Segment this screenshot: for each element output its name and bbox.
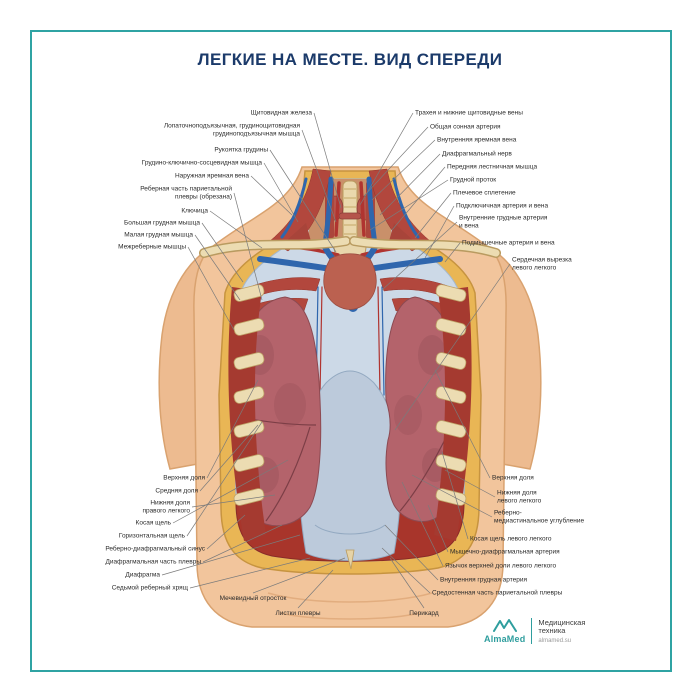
anatomy-label: Малая грудная мышца: [124, 231, 193, 239]
anatomy-label: Нижняя доля правого легкого: [142, 499, 190, 515]
anatomy-label: Плечевое сплетение: [453, 189, 516, 197]
anatomy-label: Горизонтальная щель: [118, 532, 185, 540]
anatomy-label: Нижняя доля левого легкого: [497, 489, 542, 505]
anatomy-label: Мышечно-диафрагмальная артерия: [450, 548, 560, 556]
anatomy-label: Внутренние грудные артерия и вена: [459, 214, 548, 230]
brand-footer: AlmaMed Медицинская техника almamed.su: [484, 618, 585, 644]
anatomy-label: Мечевидный отросток: [219, 595, 287, 602]
anatomy-label: Косая щель левого легкого: [470, 535, 552, 543]
anatomy-label: Диафрагмальный нерв: [442, 150, 512, 158]
anatomy-label: Подключичная артерия и вена: [456, 202, 549, 210]
anatomy-label: Диафрагма: [125, 571, 160, 579]
anatomy-label: Косая щель: [135, 519, 171, 527]
anatomy-label: Реберно-диафрагмальный синус: [105, 545, 205, 553]
anatomy-label: Щитовидная железа: [250, 109, 312, 117]
anatomy-label: Язычок верхней доли левого легкого: [445, 562, 557, 570]
anatomy-label: Верхняя доля: [163, 474, 205, 482]
anatomy-label: Листки плевры: [275, 610, 321, 617]
footer-divider: [531, 618, 533, 644]
page-title: ЛЕГКИЕ НА МЕСТЕ. ВИД СПЕРЕДИ: [197, 50, 503, 69]
anatomy-label: Внутренняя яремная вена: [437, 136, 517, 144]
anatomy-label: Передняя лестничная мышца: [447, 163, 538, 171]
anatomy-label: Большая грудная мышца: [123, 219, 200, 227]
anatomy-label: Седьмой реберный хрящ: [111, 584, 188, 592]
anatomy-label: Реберно- медиастинальное углубление: [494, 509, 585, 525]
anatomy-label: Наружная яремная вена: [174, 172, 249, 180]
anatomy-label: Средняя доля: [155, 487, 198, 495]
anatomy-label: Перикард: [409, 610, 439, 617]
thymus: [323, 253, 377, 310]
anatomy-label: Подмышечные артерия и вена: [462, 239, 555, 247]
anatomy-label: Лопаточноподъязычная, грудинощитовидная …: [163, 122, 300, 138]
anatomy-label: Трахея и нижние щитовидные вены: [415, 109, 523, 117]
anatomy-label: Грудной проток: [450, 176, 497, 184]
anatomy-label: Сердечная вырезка левого легкого: [512, 256, 572, 272]
anatomy-label: Ключица: [181, 207, 208, 215]
brand-name: AlmaMed: [484, 634, 526, 644]
anatomy-label: Диафрагмальная часть плевры: [105, 558, 201, 566]
anatomy-label: Средостенная часть париетальной плевры: [432, 589, 563, 597]
xiphoid-process: [345, 549, 355, 570]
anatomy-label: Грудино-ключично-сосцевидная мышца: [141, 159, 262, 167]
almamed-logo-icon: [492, 619, 517, 632]
poster-border: [30, 30, 672, 672]
anatomy-label: Верхняя доля: [492, 474, 534, 482]
company-site: almamed.su: [538, 637, 572, 644]
anatomy-label: Внутренняя грудная артерия: [440, 576, 528, 584]
anatomy-label: Реберная часть париетальной плевры (обре…: [140, 185, 232, 201]
anatomy-label: Общая сонная артерия: [430, 123, 501, 131]
anatomy-label: Рукоятка грудины: [214, 146, 268, 154]
company-line1: Медицинская: [538, 617, 586, 627]
anatomy-label: Межреберные мышцы: [118, 243, 186, 251]
internal-thoracic-vessels: [315, 286, 385, 396]
company-line2: техника: [538, 626, 566, 635]
